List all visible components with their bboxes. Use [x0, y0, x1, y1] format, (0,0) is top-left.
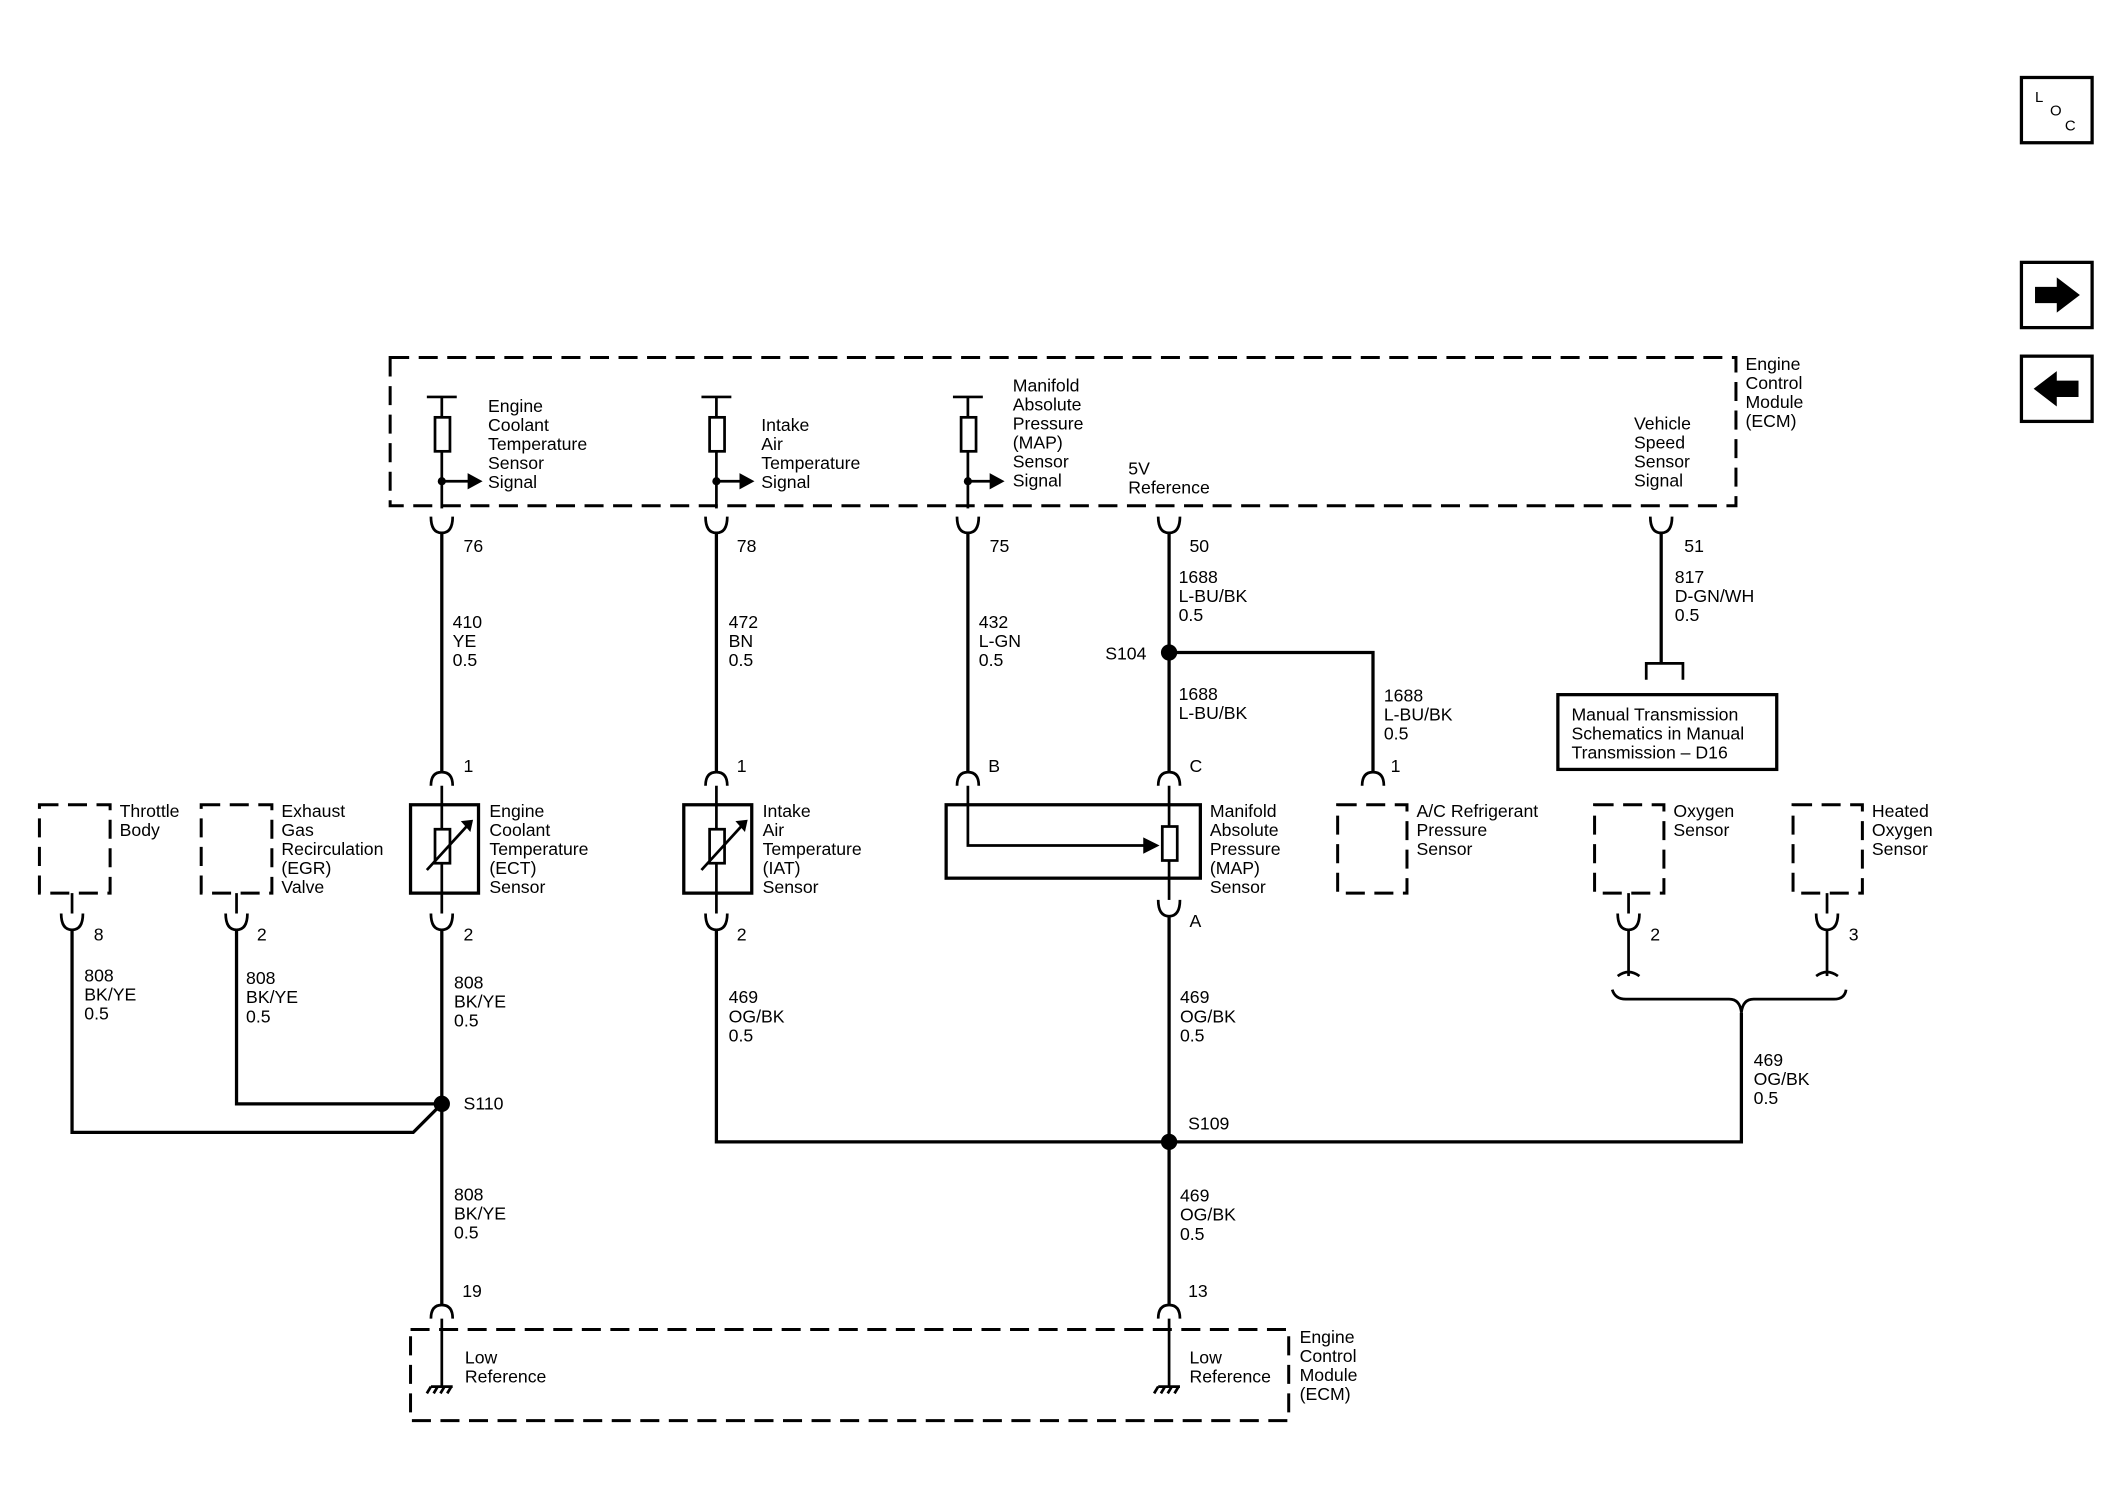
loc-letter-l: L [2035, 89, 2043, 106]
splice-s109-label: S109 [1188, 1114, 1229, 1134]
pin-ecm-76: 76 [464, 536, 484, 556]
ect-signal-circuit-icon [426, 395, 483, 509]
wire-label-808-egr: 808 BK/YE 0.5 [246, 968, 303, 1026]
wire-label-469-iat: 469 OG/BK 0.5 [729, 987, 790, 1045]
wire-label-808-bottom: 808 BK/YE 0.5 [454, 1184, 511, 1242]
pin-ho2-3: 3 [1849, 925, 1859, 945]
pin-egr-2: 2 [257, 925, 267, 945]
arrow-right-icon [2035, 277, 2080, 313]
pin-ect-1: 1 [464, 756, 474, 776]
wire-label-472: 472 BN 0.5 [729, 612, 763, 670]
pin-map-c: C [1189, 756, 1202, 776]
wire-label-808-throttle: 808 BK/YE 0.5 [84, 965, 141, 1023]
lower-connector-icons [59, 899, 1840, 932]
egr-valve-outline [199, 803, 274, 895]
next-page-button[interactable] [2019, 260, 2094, 330]
ac-pressure-sensor-outline [1336, 803, 1409, 895]
vss-signal-label: Vehicle Speed Sensor Signal [1634, 414, 1696, 491]
splice-s110-label: S110 [464, 1093, 504, 1113]
potentiometer-icon [966, 785, 1179, 900]
thermistor-icon [700, 785, 748, 914]
pin-iat-2: 2 [737, 925, 747, 945]
arrow-left-icon [2033, 371, 2079, 407]
wire-label-469-map: 469 OG/BK 0.5 [1180, 987, 1241, 1045]
map-sensor-label: Manifold Absolute Pressure (MAP) Sensor [1210, 801, 1286, 897]
wire-label-469-o2: 469 OG/BK 0.5 [1754, 1050, 1815, 1108]
throttle-body-label: Throttle Body [120, 801, 185, 840]
ecm-top-name: Engine Control Module (ECM) [1745, 354, 1808, 431]
ecm-bottom-name: Engine Control Module (ECM) [1300, 1327, 1363, 1404]
wire-label-469-bottom: 469 OG/BK 0.5 [1180, 1186, 1241, 1244]
iat-signal-circuit-icon [701, 395, 755, 509]
splice-s109-dot [1160, 1133, 1178, 1151]
map-sensor-outline [944, 803, 1202, 880]
pin-map-a: A [1189, 911, 1201, 931]
map-signal-circuit-icon [952, 395, 1005, 509]
low-reference-right-label: Low Reference [1189, 1347, 1271, 1386]
wire-label-1688-ac: 1688 L-BU/BK 0.5 [1384, 685, 1458, 743]
throttle-body-outline [37, 803, 112, 895]
pin-ecm-13: 13 [1188, 1281, 1208, 1301]
heated-oxygen-sensor-label: Heated Oxygen Sensor [1872, 801, 1938, 859]
ect-sensor-label: Engine Coolant Temperature (ECT) Sensor [489, 801, 593, 897]
manual-transmission-reference-text: Manual Transmission Schematics in Manual… [1571, 704, 1749, 762]
pin-ac-1: 1 [1391, 756, 1401, 776]
pin-map-b: B [988, 756, 1000, 776]
oxygen-sensor-label: Oxygen Sensor [1673, 801, 1739, 840]
egr-valve-label: Exhaust Gas Recirculation (EGR) Valve [281, 801, 388, 897]
splice-s104-dot [1160, 644, 1178, 661]
pin-o2-2: 2 [1650, 925, 1660, 945]
iat-signal-label: Intake Air Temperature Signal [761, 415, 865, 492]
pin-ect-2: 2 [464, 925, 474, 945]
wire-label-1688-top: 1688 L-BU/BK 0.5 [1179, 567, 1253, 625]
splice-s110-dot [433, 1095, 450, 1112]
wire-469-iat [714, 929, 1744, 1144]
heated-oxygen-sensor-outline [1791, 803, 1864, 895]
wire-808-egr [234, 929, 442, 1106]
sensor-connector-icons [429, 770, 1386, 786]
previous-page-button[interactable] [2019, 354, 2094, 424]
splice-s104-label: S104 [1105, 643, 1146, 663]
loc-letter-c: C [2065, 118, 2076, 135]
ecm-bottom-outline [409, 1327, 1291, 1423]
pin-ecm-19: 19 [462, 1281, 482, 1301]
wire-label-817: 817 D-GN/WH 0.5 [1675, 567, 1759, 625]
manual-transmission-reference[interactable] [1556, 693, 1779, 772]
oxygen-sensor-outline [1593, 803, 1666, 895]
pin-throttle-8: 8 [94, 925, 104, 945]
wire-label-432: 432 L-GN 0.5 [979, 612, 1026, 670]
thermistor-icon [425, 785, 474, 914]
wire-label-410: 410 YE 0.5 [453, 612, 487, 670]
connector-terminal-icons [429, 516, 1674, 535]
pin-ecm-75: 75 [990, 536, 1010, 556]
loc-letter-o: O [2050, 103, 2062, 120]
ecm-top-outline [388, 356, 1738, 508]
pin-ecm-51: 51 [1684, 536, 1704, 556]
wire-1688-ac [1169, 650, 1375, 773]
wire-label-1688-mid: 1688 L-BU/BK [1179, 684, 1248, 723]
pin-ecm-78: 78 [737, 536, 757, 556]
ref-5v-label: 5V Reference [1128, 458, 1210, 497]
o2-lead-bracket-icon [1610, 929, 1848, 1013]
map-signal-label: Manifold Absolute Pressure (MAP) Sensor … [1013, 376, 1089, 491]
ground-icon [425, 1385, 453, 1395]
iat-sensor-label: Intake Air Temperature (IAT) Sensor [763, 801, 867, 897]
ac-pressure-sensor-label: A/C Refrigerant Pressure Sensor [1416, 801, 1543, 859]
wire-label-808-ect: 808 BK/YE 0.5 [454, 972, 511, 1030]
low-reference-left-label: Low Reference [465, 1347, 547, 1386]
ground-icon [1152, 1385, 1180, 1395]
reference-bracket-icon [1644, 662, 1685, 680]
wire-808-throttle [70, 929, 443, 1135]
pin-ecm-50: 50 [1189, 536, 1209, 556]
ect-signal-label: Engine Coolant Temperature Sensor Signal [488, 396, 592, 492]
pin-iat-1: 1 [737, 756, 747, 776]
loc-button[interactable]: L O C [2019, 75, 2094, 145]
